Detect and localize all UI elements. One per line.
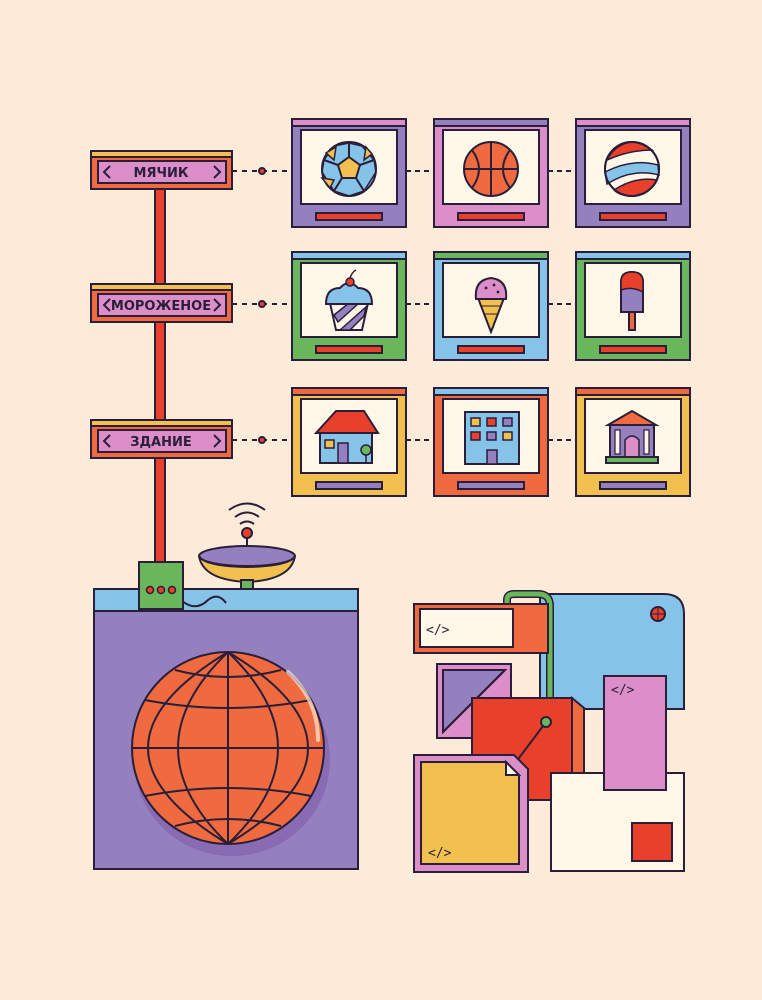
code-tag-label: </> xyxy=(611,683,635,698)
house-icon xyxy=(313,410,380,464)
globe-icon xyxy=(131,651,330,856)
satellite-dish-icon xyxy=(198,502,296,609)
item-card-museum[interactable] xyxy=(575,387,691,497)
code-tag-label: </> xyxy=(428,846,452,861)
category-label-ball[interactable]: МЯЧИК xyxy=(90,150,233,190)
basketball-icon xyxy=(463,141,519,197)
globe-window xyxy=(93,561,359,870)
ice-cream-cone-icon xyxy=(474,276,508,335)
row-connectors xyxy=(232,167,576,444)
yellow-file-card: </> xyxy=(413,754,529,873)
category-label-building[interactable]: ЗДАНИЕ xyxy=(90,419,233,459)
item-card-basketball[interactable] xyxy=(433,118,549,228)
item-card-house[interactable] xyxy=(291,387,407,497)
item-card-cupcake[interactable] xyxy=(291,251,407,361)
category-label-ice-cream[interactable]: МОРОЖЕНОЕ xyxy=(90,283,233,323)
code-bar-top: </> xyxy=(413,603,549,654)
category-label-text: МЯЧИК xyxy=(134,166,189,181)
item-card-popsicle[interactable] xyxy=(575,251,691,361)
pink-code-card: </> xyxy=(603,675,667,791)
popsicle-icon xyxy=(620,270,644,331)
server-box xyxy=(138,561,184,610)
volleyball-icon xyxy=(604,141,660,197)
item-card-ice-cream-cone[interactable] xyxy=(433,251,549,361)
cupcake-icon xyxy=(324,269,374,331)
web-collage: </> </> </> xyxy=(413,590,685,873)
item-card-office-building[interactable] xyxy=(433,387,549,497)
category-label-text: МОРОЖЕНОЕ xyxy=(111,299,211,314)
main-connector-line xyxy=(154,187,166,566)
item-card-volleyball[interactable] xyxy=(575,118,691,228)
soccer-ball-icon xyxy=(320,141,377,197)
museum-icon xyxy=(604,409,660,464)
office-building-icon xyxy=(464,411,520,465)
item-card-soccer-ball[interactable] xyxy=(291,118,407,228)
category-label-text: ЗДАНИЕ xyxy=(130,435,192,450)
code-tag-label: </> xyxy=(426,623,450,638)
